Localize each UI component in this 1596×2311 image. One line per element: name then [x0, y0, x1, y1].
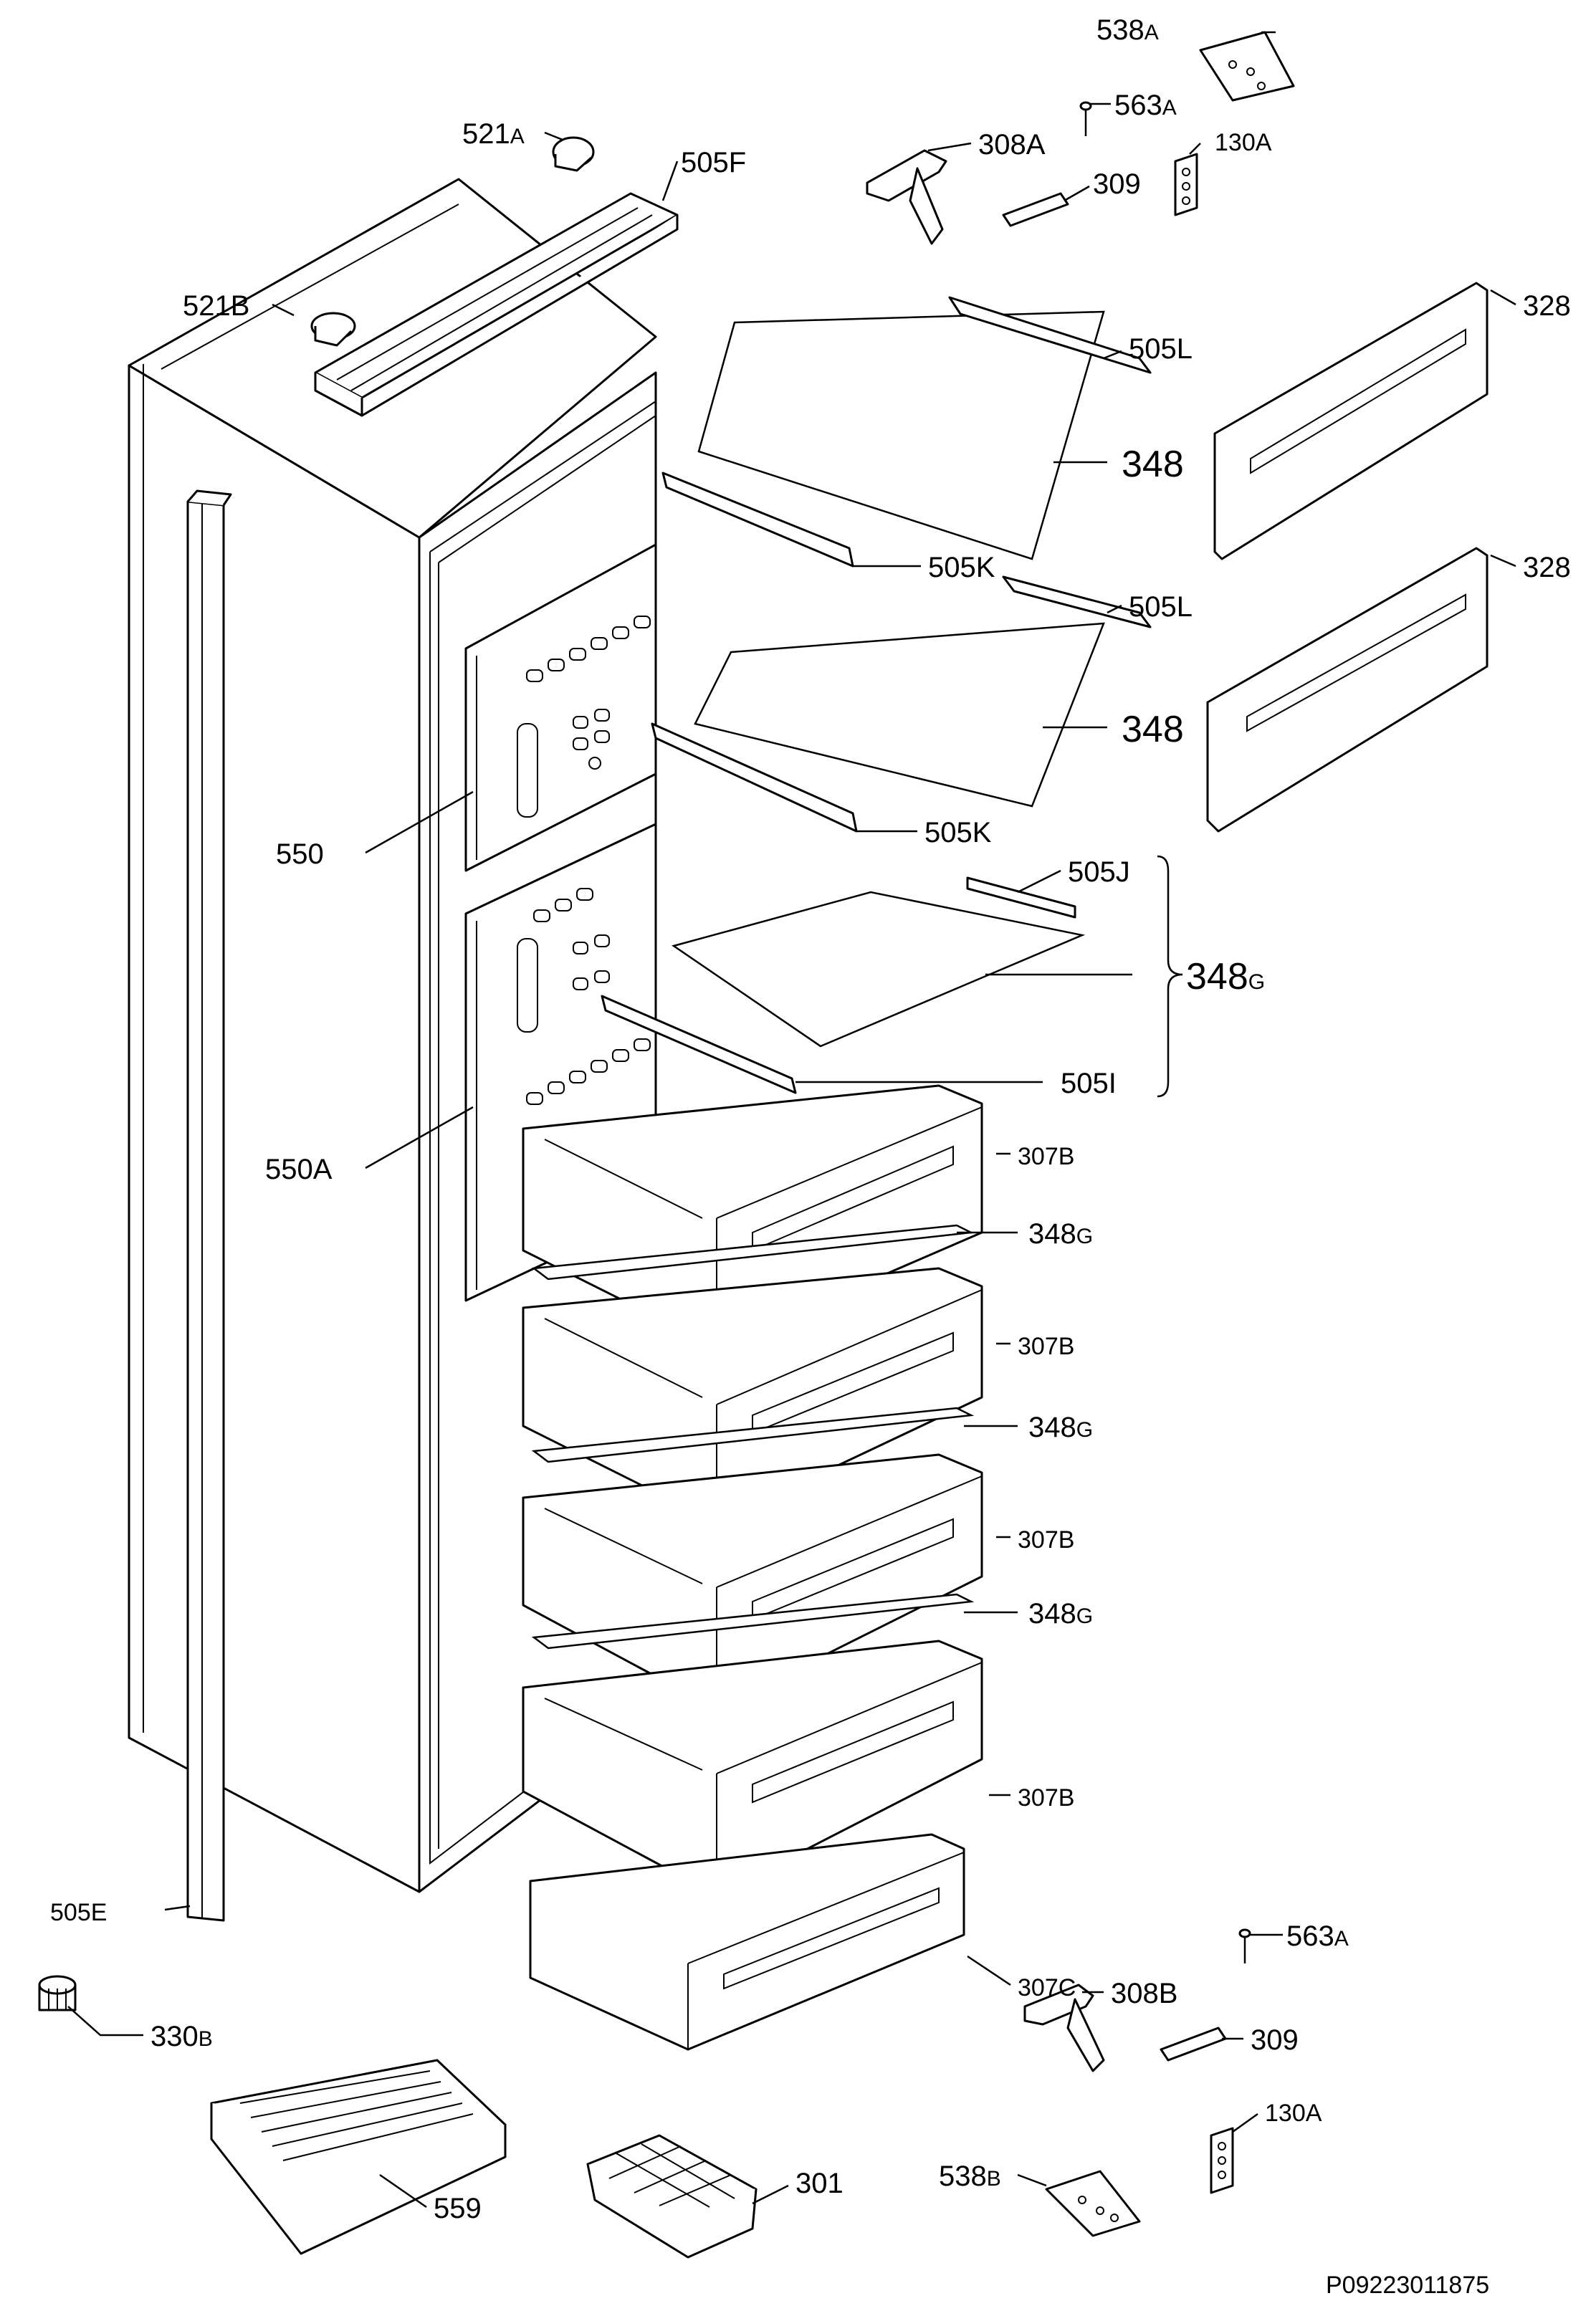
label-550a: 550A	[265, 1154, 333, 1185]
glass-shelf-348-upper	[661, 296, 1152, 568]
label-521a: 521A	[462, 118, 525, 150]
label-348g-3: 348G	[1028, 1598, 1093, 1630]
label-505l-1: 505L	[1129, 333, 1193, 365]
hinge-bracket-308b	[1023, 1984, 1105, 2072]
label-505k-1: 505K	[928, 552, 995, 583]
door-seal-strip-505e	[186, 489, 232, 1922]
drawing-code: P09223011875	[1326, 2272, 1489, 2299]
label-348g-2: 348G	[1028, 1412, 1093, 1443]
label-538a: 538A	[1096, 14, 1159, 46]
bracket-130a-bottom	[1210, 2127, 1234, 2194]
ice-cube-tray-301	[586, 2134, 758, 2259]
screw-563a-bottom	[1238, 1928, 1251, 1963]
label-130a-bottom: 130A	[1265, 2100, 1322, 2127]
label-307b-1: 307B	[1018, 1143, 1074, 1170]
label-348-2: 348	[1122, 709, 1184, 750]
label-328-2: 328	[1523, 552, 1571, 583]
label-521b: 521B	[183, 290, 249, 322]
label-559: 559	[434, 2193, 482, 2224]
drawer-307c	[529, 1833, 965, 2051]
top-rail-505f	[314, 192, 679, 417]
label-330b: 330B	[150, 2021, 213, 2052]
label-505e: 505E	[50, 1899, 107, 1926]
label-301: 301	[795, 2168, 844, 2199]
label-505j: 505J	[1068, 856, 1130, 888]
label-563a-bottom: 563A	[1286, 1920, 1349, 1952]
label-505f: 505F	[681, 147, 746, 178]
label-563a-top: 563A	[1114, 90, 1177, 121]
label-309-bottom: 309	[1251, 2024, 1299, 2056]
label-505l-2: 505L	[1129, 591, 1193, 623]
bracket-130a-top	[1174, 153, 1198, 216]
drawer-307b-4	[522, 1640, 983, 1897]
door-bin-328-lower	[1206, 547, 1489, 833]
plate-309-bottom	[1160, 2027, 1227, 2062]
hinge-538a	[1199, 31, 1295, 102]
cap-521a	[552, 136, 595, 172]
label-307c: 307C	[1018, 1974, 1076, 2001]
glass-shelf-348g-lower	[601, 876, 1086, 1094]
screw-563a-top	[1079, 101, 1092, 136]
plate-309-top	[1002, 192, 1069, 227]
drawer-307b-2	[522, 1267, 983, 1524]
glass-shelf-348-middle	[651, 575, 1152, 833]
label-505i: 505I	[1061, 1068, 1117, 1099]
label-307b-4: 307B	[1018, 1784, 1074, 1812]
ice-tray-cover-559	[210, 2059, 507, 2255]
label-307b-2: 307B	[1018, 1333, 1074, 1360]
label-307b-3: 307B	[1018, 1526, 1074, 1554]
knob-330b	[38, 1975, 77, 2011]
label-308a: 308A	[978, 129, 1046, 161]
label-538b: 538B	[939, 2161, 1001, 2192]
cap-521b	[310, 312, 356, 347]
label-130a-top: 130A	[1215, 129, 1272, 156]
label-348g-brace: 348G	[1186, 956, 1265, 997]
drawer-307b-3	[522, 1453, 983, 1710]
label-328-1: 328	[1523, 290, 1571, 322]
label-505k-2: 505K	[924, 817, 992, 848]
drawer-covers-348g	[531, 1224, 975, 1650]
leader-lines	[67, 31, 1516, 2209]
hinge-538b	[1045, 2170, 1141, 2237]
label-309-top: 309	[1093, 168, 1141, 200]
label-348g-1: 348G	[1028, 1218, 1093, 1250]
hinge-bracket-308a	[866, 149, 947, 245]
label-550: 550	[276, 838, 324, 870]
label-308b: 308B	[1111, 1978, 1177, 2009]
label-348-1: 348	[1122, 444, 1184, 485]
callout-labels: 538A 563A 308A 130A 309 521A 505F 521B 5…	[50, 14, 1571, 2299]
door-bin-328-upper	[1213, 282, 1489, 560]
